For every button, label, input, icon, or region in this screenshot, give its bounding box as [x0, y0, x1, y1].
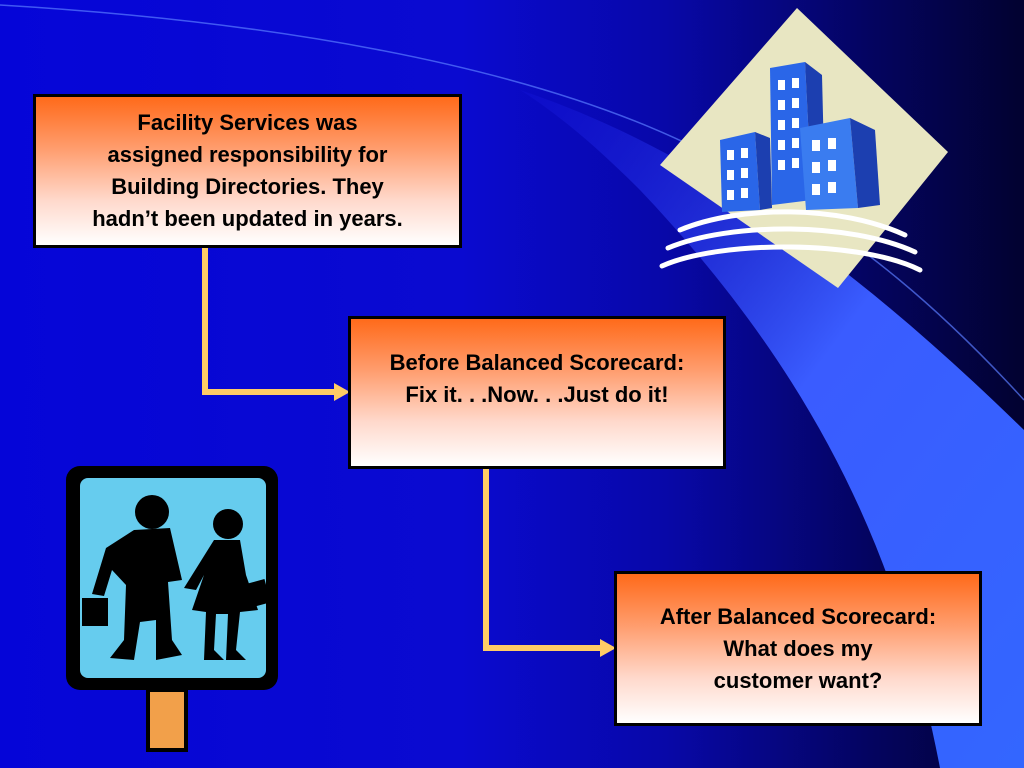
after-scorecard-box: After Balanced Scorecard: What does my c…: [614, 571, 982, 726]
background-arc-line: [0, 4, 1024, 401]
after-scorecard-text: After Balanced Scorecard: What does my c…: [659, 603, 937, 693]
arrowhead-1: [334, 383, 350, 401]
facility-services-text: Facility Services was assigned responsib…: [92, 110, 403, 231]
connector-2-to-3: [483, 469, 604, 651]
before-scorecard-text: Before Balanced Scorecard: Fix it. . .No…: [389, 349, 685, 407]
before-scorecard-box: Before Balanced Scorecard: Fix it. . .No…: [348, 316, 726, 469]
facility-services-box: Facility Services was assigned responsib…: [33, 94, 462, 248]
arrowhead-2: [600, 639, 616, 657]
connector-1-to-2: [202, 248, 338, 395]
